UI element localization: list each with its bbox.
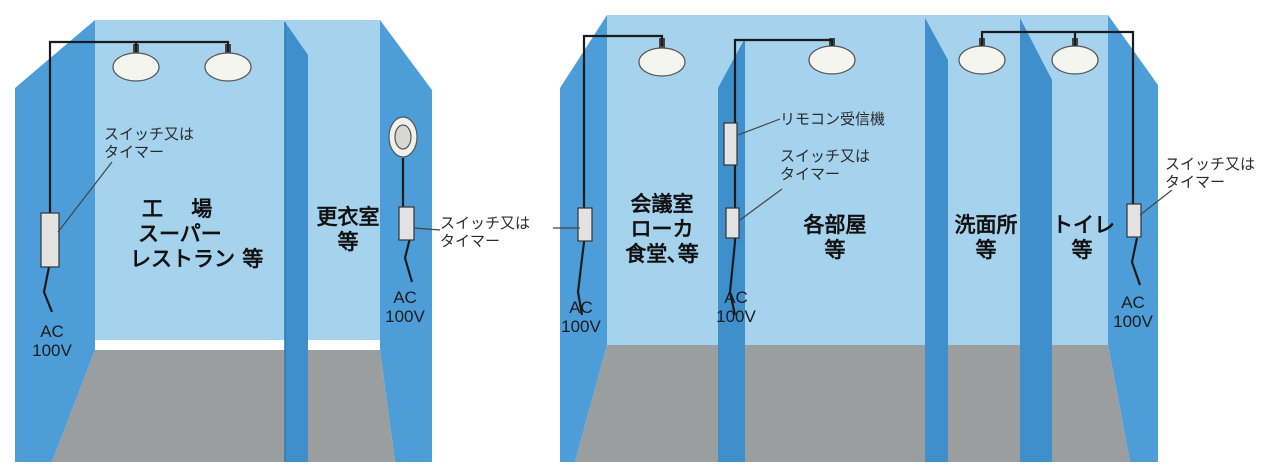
- floor: [52, 350, 285, 462]
- room-label-locker: 更衣室等: [316, 205, 380, 254]
- switch-icon: [398, 206, 415, 241]
- floor: [575, 345, 718, 462]
- switch-timer-label: スイッチ又はタイマー: [780, 147, 871, 183]
- floor: [948, 345, 1020, 462]
- switch-icon: [40, 212, 60, 268]
- floor: [308, 350, 395, 462]
- room-label-factory: 工 場 スーパー レストラン 等: [130, 197, 264, 271]
- partition-wall: [718, 38, 745, 462]
- partition-wall: [925, 18, 948, 462]
- wall-lamp-icon: [388, 116, 418, 158]
- partition-wall: [285, 22, 308, 462]
- room-label-washroom: 洗面所等: [954, 213, 1018, 262]
- switch-icon: [725, 207, 740, 239]
- back-wall: [95, 20, 380, 340]
- switch-icon: [1126, 203, 1142, 238]
- switch-timer-label: スイッチ又はタイマー: [440, 214, 531, 250]
- switch-icon: [577, 207, 593, 242]
- floor: [1052, 345, 1130, 462]
- room-label-rooms: 各部屋等: [803, 213, 867, 262]
- switch-timer-label: スイッチ又はタイマー: [104, 125, 195, 161]
- floor: [745, 345, 925, 462]
- switch-boxes: [40, 122, 1142, 268]
- right-side-wall: [1108, 15, 1158, 462]
- leader-lines: [57, 118, 1173, 233]
- switch-timer-label: スイッチ又はタイマー: [1165, 155, 1256, 191]
- room-label-toilet: トイレ等: [1052, 213, 1115, 262]
- right-side-wall: [380, 20, 432, 462]
- room-label-meeting: 会議室ローカ食堂､等: [625, 192, 699, 266]
- remote-receiver-icon: [723, 122, 738, 166]
- right-building: [560, 15, 1158, 462]
- partition-wall: [1020, 18, 1052, 462]
- remote-receiver-label: リモコン受信機: [780, 110, 886, 128]
